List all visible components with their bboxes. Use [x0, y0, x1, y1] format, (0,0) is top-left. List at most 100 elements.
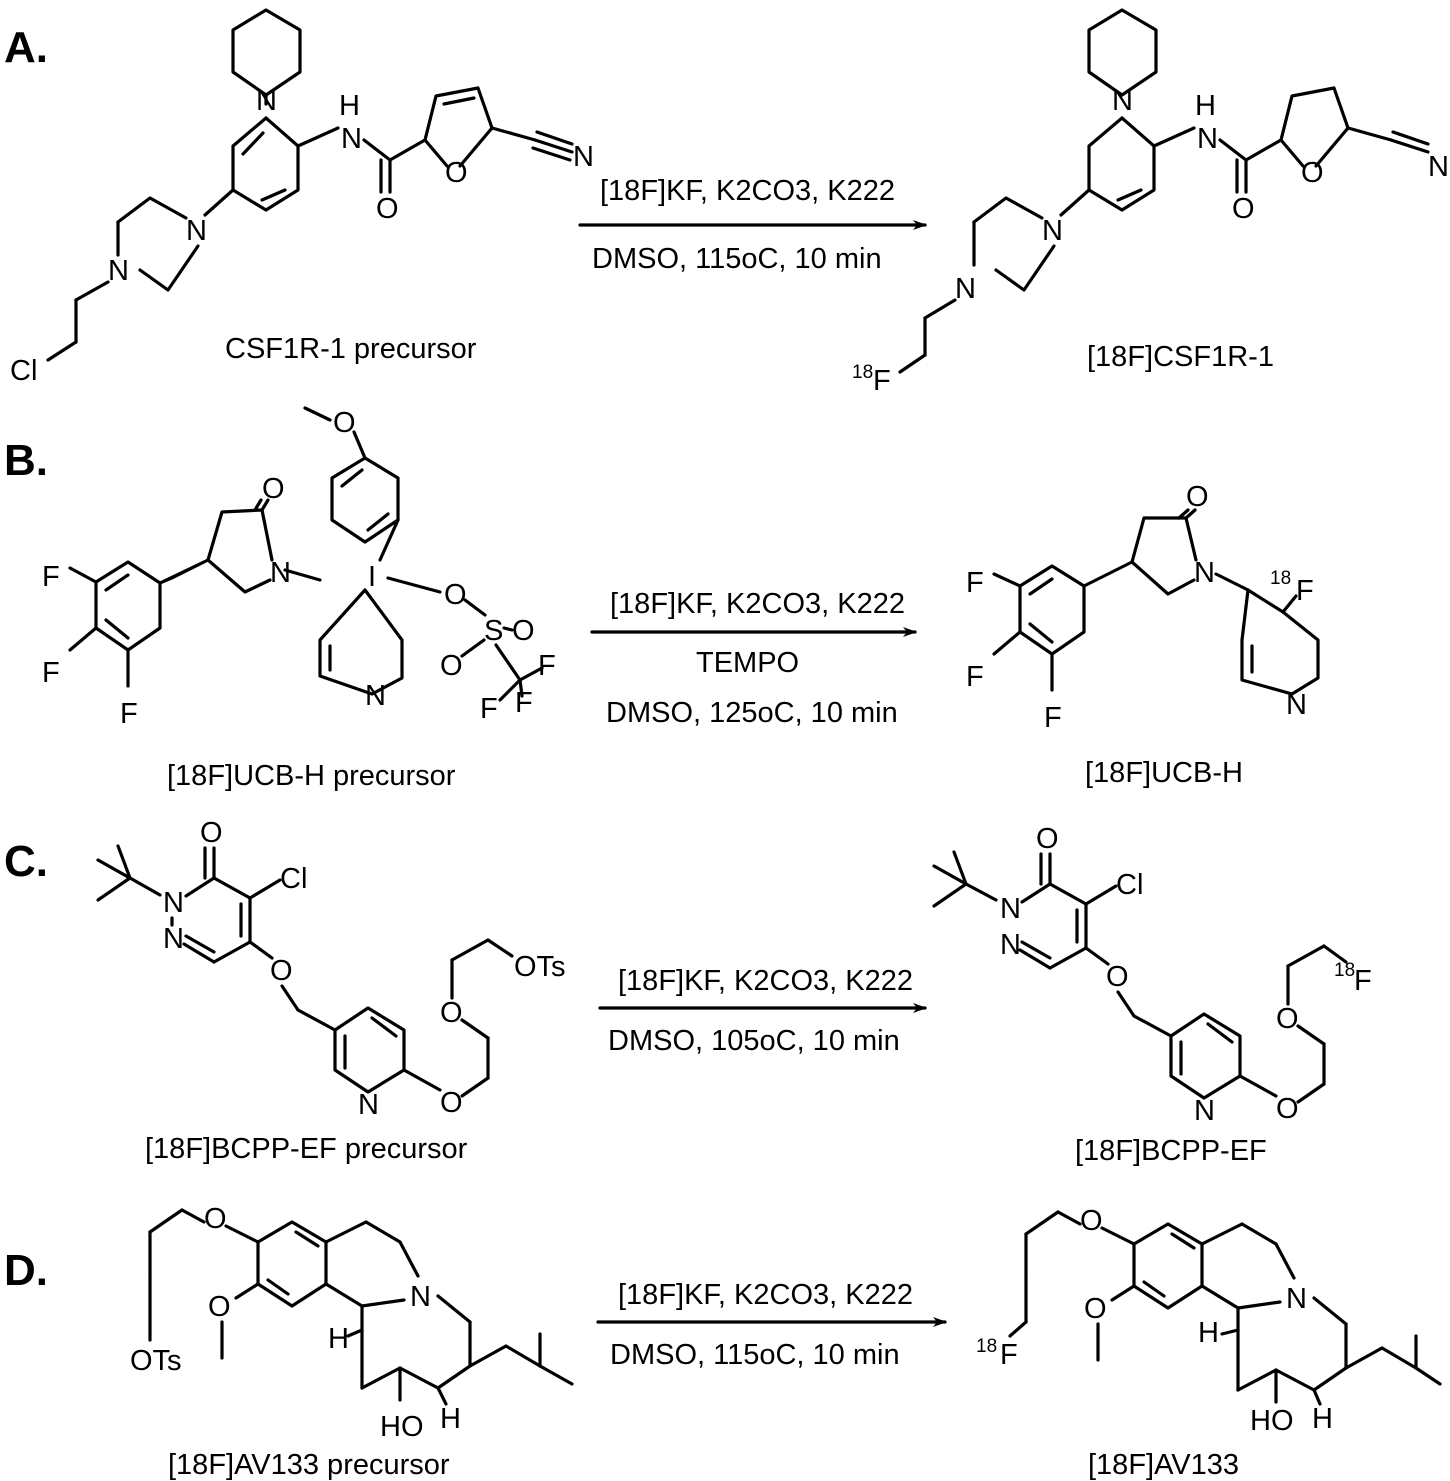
product-label-d: [18F]AV133: [1088, 1449, 1239, 1481]
panel-label-c: C.: [4, 837, 48, 886]
atom-f-cf3-3: F: [515, 687, 533, 719]
atom-o-furan: O: [445, 157, 468, 189]
atom-f-d: F: [1000, 1339, 1018, 1371]
atom-o-pyridazinone-p: O: [1036, 823, 1059, 855]
precursor-label-a: CSF1R-1 precursor: [225, 333, 477, 365]
atom-o-sulfonyl-2: O: [440, 650, 463, 682]
atom-n-piperazine-1: N: [186, 215, 207, 247]
atom-ots-d: OTs: [130, 1345, 182, 1377]
atom-o-ether: O: [270, 955, 293, 987]
atom-h-amide-p: H: [1195, 90, 1216, 122]
atom-f-cf3-2: F: [480, 693, 498, 725]
atom-n-lactam-p: N: [1194, 557, 1215, 589]
atom-f-ar-1: F: [42, 561, 60, 593]
atom-o-methoxy-d-p: O: [1084, 1293, 1107, 1325]
atom-f-a: F: [873, 365, 891, 397]
atom-o-peg-2-p: O: [1276, 1003, 1299, 1035]
atom-o-ether-p: O: [1106, 961, 1129, 993]
atom-n-nitrile-p: N: [1428, 151, 1449, 183]
atom-h-d-2: H: [440, 1403, 461, 1435]
csf1r-product-structure: N N H O O N N N F 18: [852, 8, 1449, 397]
atom-f-ar-1-p: F: [966, 567, 984, 599]
atom-o-iodyl: O: [444, 579, 467, 611]
conditions-a-line-2: DMSO, 115oC, 10 min: [592, 243, 882, 275]
atom-cl-c-p: Cl: [1116, 869, 1143, 901]
atom-n-pyridazinone-1-p: N: [1000, 893, 1021, 925]
product-label-b: [18F]UCB-H: [1085, 757, 1243, 789]
atom-n-piperazine-2: N: [108, 255, 129, 287]
atom-n-amide-p: N: [1197, 123, 1218, 155]
atom-n-nitrile: N: [573, 141, 594, 173]
atom-s: S: [484, 615, 503, 647]
ucb-product-structure: N O F 18 N F F F: [966, 481, 1320, 734]
atom-f-cf3-1: F: [538, 650, 556, 682]
atom-cl: Cl: [10, 355, 37, 387]
atom-o-propoxy-p: O: [1080, 1205, 1103, 1237]
bcpp-product-structure: N N O Cl O N O O F 18: [932, 823, 1372, 1127]
conditions-c-line-2: DMSO, 105oC, 10 min: [608, 1025, 900, 1057]
atom-n-quinolizine: N: [410, 1281, 431, 1313]
atom-f-ar-2-p: F: [966, 661, 984, 693]
atom-f-c: F: [1354, 965, 1372, 997]
atom-ots-c: OTs: [514, 951, 566, 983]
atom-o-pyridazinone: O: [200, 817, 223, 849]
panel-label-d: D.: [4, 1246, 48, 1295]
atom-h-d-1-p: H: [1198, 1317, 1219, 1349]
csf1r-precursor-structure: N N H O O N N N Cl: [10, 8, 594, 387]
precursor-label-c: [18F]BCPP-EF precursor: [145, 1133, 468, 1165]
atom-o-peg-1-p: O: [1276, 1093, 1299, 1125]
atom-o-lactam: O: [262, 473, 285, 505]
atom-ho-d: HO: [380, 1411, 424, 1443]
atom-n-pyridine-p: N: [1286, 689, 1307, 721]
ucb-precursor-structure: O I O S O O F F F N N O: [42, 406, 556, 730]
atom-f-ar-3-p: F: [1044, 702, 1062, 734]
atom-n-lactam: N: [270, 557, 291, 589]
atom-n-pyridazinone-1: N: [163, 887, 184, 919]
atom-o-sulfonyl-1: O: [512, 615, 535, 647]
product-label-c: [18F]BCPP-EF: [1075, 1135, 1267, 1167]
atom-o-methoxy: O: [333, 407, 356, 439]
atom-n-pyridine-c: N: [358, 1089, 379, 1121]
atom-n-pyridine: N: [365, 680, 386, 712]
atom-h-d-1: H: [328, 1323, 349, 1355]
atom-o-propoxy: O: [204, 1203, 227, 1235]
atom-f-ar-3: F: [120, 698, 138, 730]
atom-n-piperidine: N: [256, 85, 277, 117]
atom-cl-c: Cl: [280, 863, 307, 895]
atom-o-carbonyl-p: O: [1232, 193, 1255, 225]
conditions-d-line-1: [18F]KF, K2CO3, K222: [618, 1279, 913, 1311]
panel-label-a: A.: [4, 23, 48, 72]
conditions-b-line-3: DMSO, 125oC, 10 min: [606, 697, 898, 729]
atom-iso-d: 18: [976, 1336, 997, 1357]
panel-label-b: B.: [4, 436, 48, 485]
atom-o-carbonyl: O: [376, 193, 399, 225]
atom-n-piperazine-1-p: N: [1042, 215, 1063, 247]
atom-h-amide: H: [339, 90, 360, 122]
product-label-a: [18F]CSF1R-1: [1087, 341, 1274, 373]
conditions-b-line-1: [18F]KF, K2CO3, K222: [610, 588, 905, 620]
atom-f-b: F: [1296, 575, 1314, 607]
conditions-d-line-2: DMSO, 115oC, 10 min: [610, 1339, 900, 1371]
av133-precursor-structure: O OTs O N H HO H: [130, 1203, 574, 1443]
atom-i: I: [368, 561, 376, 593]
atom-iso-b: 18: [1270, 568, 1291, 589]
atom-o-methoxy-d: O: [208, 1291, 231, 1323]
atom-n-quinolizine-p: N: [1286, 1283, 1307, 1315]
av133-product-structure: O F 18 O N H HO H: [976, 1205, 1442, 1437]
atom-iso-a: 18: [852, 362, 873, 383]
conditions-b-line-2: TEMPO: [696, 647, 799, 679]
atom-iso-c: 18: [1334, 960, 1355, 981]
conditions-c-line-1: [18F]KF, K2CO3, K222: [618, 965, 913, 997]
atom-n-pyridine-c-p: N: [1194, 1095, 1215, 1127]
bcpp-precursor-structure: N N O Cl O N O O OTs: [96, 817, 566, 1121]
atom-n-amide: N: [341, 123, 362, 155]
precursor-label-b: [18F]UCB-H precursor: [167, 760, 456, 792]
atom-f-ar-2: F: [42, 657, 60, 689]
atom-o-furan-p: O: [1301, 157, 1324, 189]
atom-o-peg-2: O: [440, 997, 463, 1029]
atom-n-piperidine-p: N: [1112, 85, 1133, 117]
atom-h-d-2-p: H: [1312, 1403, 1333, 1435]
atom-o-lactam-p: O: [1186, 481, 1209, 513]
conditions-a-line-1: [18F]KF, K2CO3, K222: [600, 175, 895, 207]
